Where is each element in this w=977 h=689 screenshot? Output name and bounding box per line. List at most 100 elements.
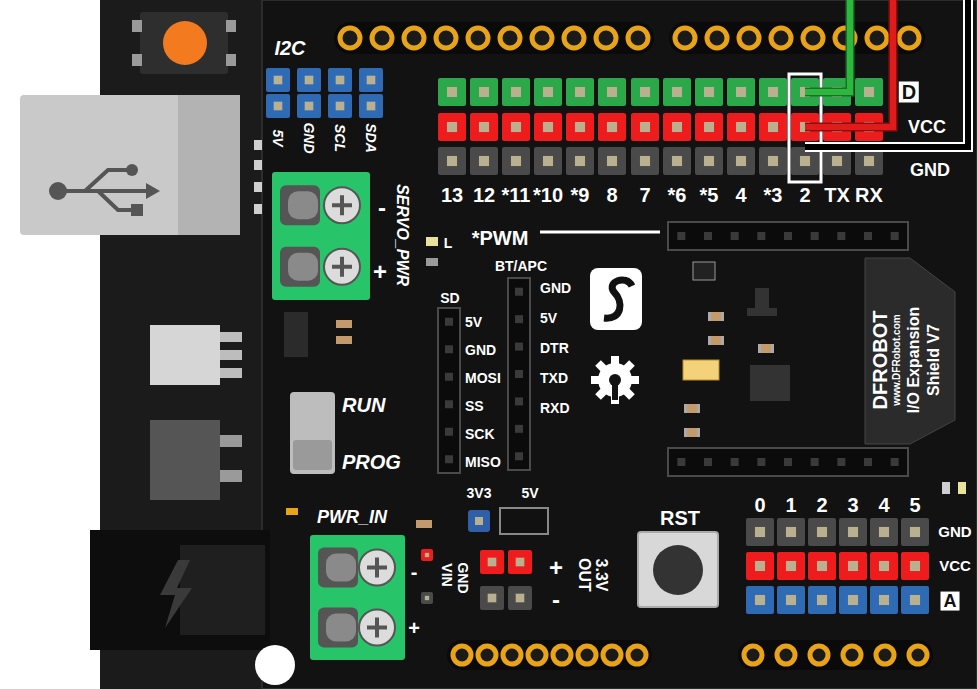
regulator-lead: [220, 470, 242, 482]
header-socket: [515, 288, 523, 296]
pin-base: [470, 147, 498, 175]
pin-contact: [336, 76, 345, 85]
pin-name: MISO: [465, 455, 501, 470]
pin-base: [695, 78, 723, 106]
pwm-rule: [540, 231, 660, 234]
header-pin: [297, 68, 321, 92]
header-socket: [677, 232, 685, 240]
pin-base: [663, 78, 691, 106]
button-lead: [132, 20, 142, 32]
pin-contact: [425, 553, 429, 557]
pin-number: *6: [668, 185, 687, 206]
header-socket: [515, 315, 523, 323]
tantalum-capacitor: [683, 360, 719, 380]
resistor-cap: [708, 336, 711, 345]
smd-resistor: [684, 404, 700, 413]
header-pin: [631, 147, 659, 175]
pin-contact: [848, 527, 858, 537]
pin-contact: [755, 595, 765, 605]
header-hole: [675, 28, 695, 48]
header-socket: [704, 232, 712, 240]
pin-base: [566, 78, 594, 106]
pin-base: [777, 518, 805, 546]
pin-contact: [367, 102, 376, 111]
resistor-cap: [721, 336, 724, 345]
usb-connector: [20, 95, 240, 235]
pin-number: *5: [700, 185, 719, 206]
pin-contact: [575, 156, 585, 166]
pin-contact: [817, 561, 827, 571]
pin-contact: [640, 156, 650, 166]
pin-base: [297, 94, 321, 118]
pin-name: SCK: [465, 427, 495, 442]
header-pin: [359, 68, 383, 92]
header-pin: [470, 113, 498, 141]
header-socket: [445, 428, 453, 436]
header-pin: [870, 518, 898, 546]
header-pin: [470, 147, 498, 175]
pin-contact: [274, 76, 283, 85]
usb-shell: [178, 95, 240, 235]
pin-base: [266, 68, 290, 92]
open-hardware-gear: [591, 356, 639, 404]
resistor-cap: [684, 404, 687, 413]
screw-terminal: [310, 535, 405, 660]
header-pin: [631, 78, 659, 106]
pin-number: 7: [639, 185, 650, 206]
header-hole: [564, 28, 584, 48]
terminal-screw: [332, 195, 352, 215]
pin-contact: [488, 558, 497, 567]
pin-contact: [786, 527, 796, 537]
header-pin: [839, 586, 867, 614]
button-lead: [132, 54, 142, 66]
polarity-mark: -: [378, 195, 386, 220]
smd-resistor: [708, 336, 724, 345]
header-pin: [421, 549, 433, 561]
pin-name: SS: [465, 399, 484, 414]
pin-contact: [305, 76, 314, 85]
pin-base: [534, 147, 562, 175]
pin-contact: [475, 517, 483, 525]
power-jack-face: [180, 545, 265, 635]
header-pin: [566, 113, 594, 141]
pin-contact: [704, 87, 714, 97]
header-pin: [328, 68, 352, 92]
pin-number: TX: [824, 185, 850, 206]
header-pin: [438, 78, 466, 106]
header-pin: [727, 147, 755, 175]
resistor-cap: [721, 312, 724, 321]
header-socket: [677, 458, 685, 466]
pin-contact: [336, 102, 345, 111]
header-hole: [707, 28, 727, 48]
header-pin: [566, 147, 594, 175]
row-label: VCC: [908, 118, 946, 137]
terminal-screw: [359, 550, 395, 586]
voltage-regulator: [150, 325, 220, 385]
polarity-mark: +: [373, 259, 387, 284]
header-pin: [808, 552, 836, 580]
pin-base: [870, 586, 898, 614]
header-strip: [738, 640, 933, 670]
resistor-cap: [758, 344, 761, 353]
ground-wire: [805, 0, 968, 147]
smd-resistor: [708, 312, 724, 321]
header-pin: [695, 113, 723, 141]
pin-contact: [910, 595, 920, 605]
output-label: 3.3V OUT: [575, 555, 609, 595]
header-socket: [515, 397, 523, 405]
pin-contact: [864, 87, 874, 97]
header-pin: [759, 78, 787, 106]
header-label: BT/APC: [495, 259, 547, 274]
terminal-screw: [332, 257, 352, 277]
header-pin: [746, 518, 774, 546]
female-header: [668, 448, 908, 476]
header-pin: [297, 94, 321, 118]
pin-base: [727, 113, 755, 141]
brand-text: I/O Expansion: [906, 307, 923, 414]
terminal-opening: [280, 247, 320, 287]
header-pin: [695, 147, 723, 175]
pin-contact: [447, 156, 457, 166]
pin-base: [839, 586, 867, 614]
pin-number: *11: [502, 185, 531, 206]
pin-number: 8: [606, 185, 617, 206]
